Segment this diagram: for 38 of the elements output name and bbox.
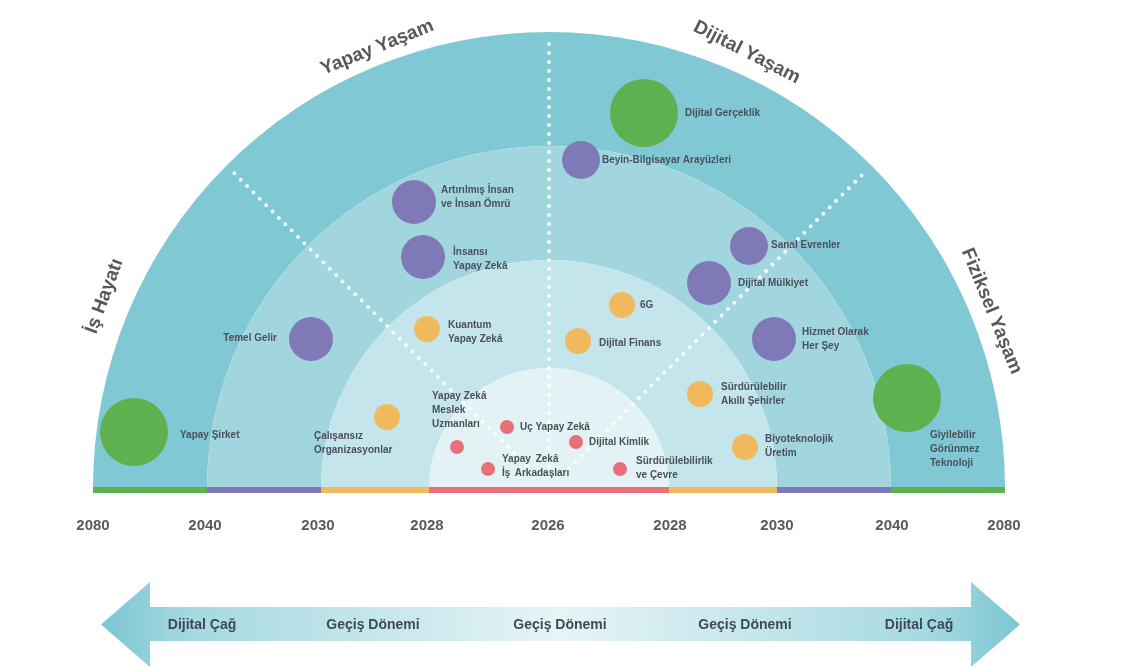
era-label: Dijital Çağ	[884, 614, 954, 634]
topic-label: Giyilebilir Görünmez Teknoloji	[930, 428, 981, 470]
year-label: 2028	[410, 514, 444, 535]
topic-label: Beyin-Bilgisayar Arayüzleri	[602, 153, 732, 167]
year-label: 2080	[987, 514, 1021, 535]
topic-label: İnsansı Yapay Zekâ	[453, 245, 509, 273]
section-heading: İş Hayatı	[79, 254, 128, 338]
topic-label: Temel Gelir	[222, 331, 277, 345]
topic-label: Çalışansız Organizasyonlar	[314, 429, 394, 457]
section-heading: Yapay Yaşam	[316, 13, 438, 81]
topic-label: Dijital Finans	[599, 336, 662, 350]
topic-label: Yapay Zekâ İş Arkadaşları	[502, 452, 571, 480]
year-label: 2030	[760, 514, 794, 535]
topic-label: Sanal Evrenler	[771, 238, 841, 252]
topic-label: Dijital Mülkiyet	[738, 276, 808, 290]
topic-label: Artırılmış İnsan ve İnsan Ömrü	[441, 183, 515, 211]
double-arrow-band	[101, 582, 1020, 667]
topic-label: Yapay Şirket	[180, 428, 240, 442]
year-label: 2030	[301, 514, 335, 535]
topic-label: Dijital Gerçeklik	[685, 106, 761, 120]
topic-label: Dijital Kimlik	[589, 435, 649, 449]
topic-label: Biyoteknolojik Üretim	[765, 432, 835, 460]
year-label: 2040	[188, 514, 222, 535]
era-label: Geçiş Dönemi	[698, 614, 792, 634]
topic-label: Hizmet Olarak Her Şey	[802, 325, 870, 353]
topic-label: Yapay Zekâ Meslek Uzmanları	[432, 389, 488, 431]
topic-label: Kuantum Yapay Zekâ	[448, 318, 504, 346]
era-label: Geçiş Dönemi	[513, 614, 607, 634]
topic-label: Sürdürülebilirlik ve Çevre	[636, 454, 714, 482]
topic-label: Uç Yapay Zekâ	[520, 420, 590, 434]
year-label: 2040	[875, 514, 909, 535]
topic-label: 6G	[640, 298, 654, 312]
era-label: Dijital Çağ	[167, 614, 237, 634]
topic-label: Sürdürülebilir Akıllı Şehirler	[721, 380, 788, 408]
era-label: Geçiş Dönemi	[326, 614, 420, 634]
year-label: 2080	[76, 514, 110, 535]
year-label: 2026	[531, 514, 565, 535]
year-label: 2028	[653, 514, 687, 535]
